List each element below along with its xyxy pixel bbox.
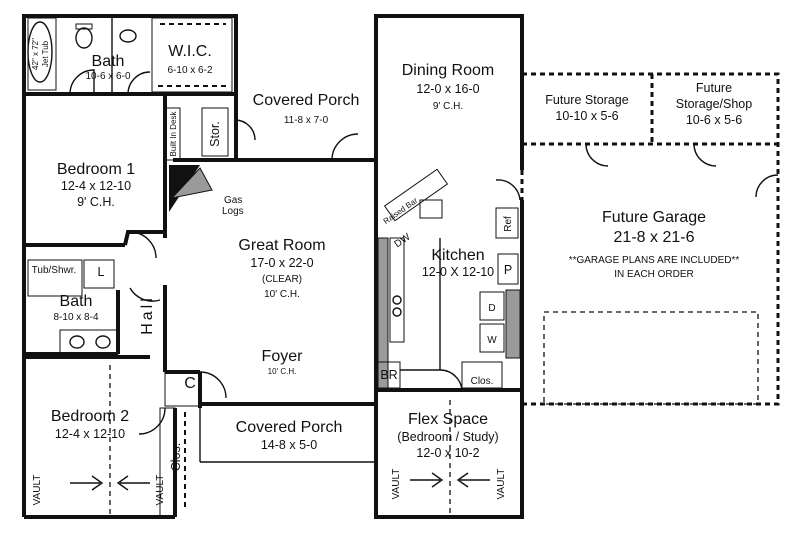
bedroom2-vault-right: VAULT	[155, 475, 166, 506]
doors	[69, 69, 779, 435]
dining-ceiling: 9' C.H.	[433, 101, 463, 112]
bedroom2-vault-left: VAULT	[32, 475, 43, 506]
future-storage-shop-name-1: Future	[696, 81, 732, 95]
bath-master-name: Bath	[92, 53, 125, 70]
bedroom2-name: Bedroom 2	[51, 408, 129, 425]
kitchen-dims: 12-0 X 12-10	[422, 265, 494, 279]
garage-note-2: IN EACH ORDER	[614, 269, 693, 280]
future-garage-outline	[520, 72, 780, 406]
coat-closet-label: C	[184, 375, 196, 392]
bedroom2-dims: 12-4 x 12-10	[55, 427, 125, 441]
bedroom1-name: Bedroom 1	[57, 161, 135, 178]
future-garage-dims: 21-8 x 21-6	[614, 229, 695, 246]
storage-label: Stor.	[208, 121, 222, 147]
kitchen-name: Kitchen	[431, 247, 484, 264]
bath-master-dims: 10-6 x 6-0	[85, 71, 130, 82]
foyer-name: Foyer	[262, 348, 304, 365]
garage-note-1: **GARAGE PLANS ARE INCLUDED**	[569, 255, 740, 266]
bath2-name: Bath	[60, 293, 93, 310]
hall-label: Hall	[139, 295, 156, 335]
covered-porch-rear-dims: 11-8 x 7-0	[284, 115, 329, 126]
washer-label: W	[487, 335, 497, 346]
built-in-desk-label: Built In Desk	[169, 111, 178, 157]
flex-name: Flex Space	[408, 411, 488, 428]
bath2-dims: 8-10 x 8-4	[53, 312, 98, 323]
bedroom2-closet-label: Clos.	[169, 443, 183, 471]
dw-label: DW	[393, 231, 413, 250]
covered-porch-rear-name: Covered Porch	[253, 92, 360, 109]
dryer-label: D	[488, 303, 495, 314]
future-storage-dims: 10-10 x 5-6	[555, 109, 618, 123]
covered-porch-front-name: Covered Porch	[236, 419, 343, 436]
flex-vault-left: VAULT	[391, 469, 402, 500]
linen-label: L	[98, 265, 105, 279]
jet-tub-label: Jet Tub	[41, 40, 50, 67]
kitchen-closet-label: Clos.	[471, 376, 494, 387]
wic-dims: 6-10 x 6-2	[167, 65, 212, 76]
pantry-label: P	[504, 263, 512, 277]
future-storage-shop-dims: 10-6 x 5-6	[686, 113, 742, 127]
future-garage-name: Future Garage	[602, 209, 706, 226]
covered-porch-front-dims: 14-8 x 5-0	[261, 438, 317, 452]
future-storage-shop-name-2: Storage/Shop	[676, 97, 752, 111]
future-storage-name: Future Storage	[545, 93, 628, 107]
bedroom1-dims: 12-4 x 12-10	[61, 179, 131, 193]
broom-closet-label: BR	[380, 368, 397, 382]
gas-logs-label-2: Logs	[222, 206, 244, 217]
great-room-name: Great Room	[238, 237, 325, 254]
flex-vault-right: VAULT	[496, 469, 507, 500]
foyer-ceiling: 10' C.H.	[268, 367, 297, 376]
bedroom1-ceiling: 9' C.H.	[77, 195, 115, 209]
fixtures	[27, 17, 521, 517]
gas-logs-label-1: Gas	[224, 195, 242, 206]
flex-dims: 12-0 x 10-2	[416, 446, 479, 460]
wic-name: W.I.C.	[168, 43, 212, 60]
jet-tub-size: 42" x 72"	[31, 38, 40, 70]
tub-shower-label: Tub/Shwr.	[32, 265, 77, 276]
dining-name: Dining Room	[402, 62, 494, 79]
great-room-dims: 17-0 x 22-0	[250, 256, 313, 270]
flex-sub: (Bedroom / Study)	[397, 430, 498, 444]
great-room-clear: (CLEAR)	[262, 274, 302, 285]
great-room-ceiling: 10' C.H.	[264, 289, 300, 300]
ref-label: Ref	[503, 216, 514, 232]
room-labels: 42" x 72" Jet Tub Bath 10-6 x 6-0 W.I.C.…	[31, 38, 752, 505]
dining-dims: 12-0 x 16-0	[416, 82, 479, 96]
